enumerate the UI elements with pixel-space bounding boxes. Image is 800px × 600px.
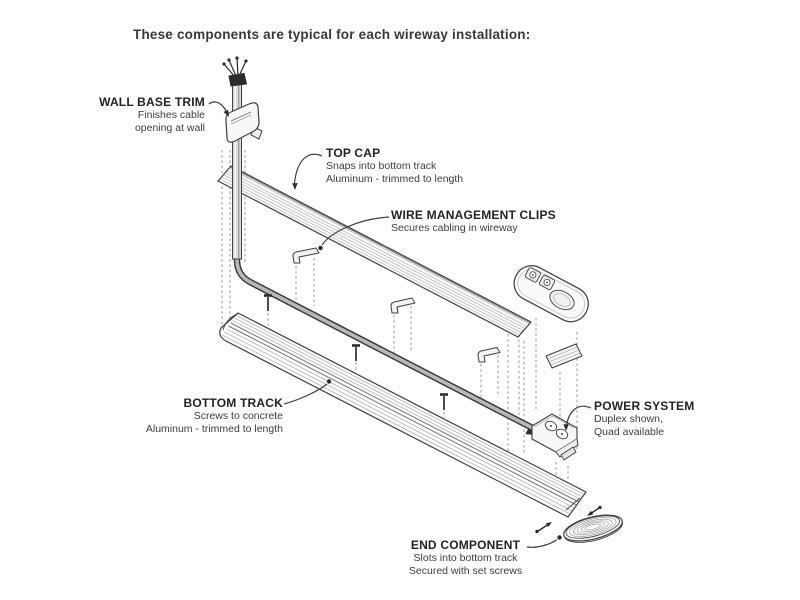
power-system-leader: [563, 405, 592, 431]
wall-base-trim-desc-1: Finishes cable: [137, 109, 205, 121]
wire-clip-2: [390, 297, 416, 314]
end-component-desc-1: Slots into bottom track: [413, 552, 518, 564]
cable-wires: [222, 56, 248, 87]
top-cap-leader: [292, 153, 323, 190]
alignment-guides: [221, 150, 578, 510]
page-title: These components are typical for each wi…: [133, 27, 531, 42]
top-cap-desc-1: Snaps into bottom track: [326, 160, 437, 172]
end-component-label: END COMPONENT: [410, 538, 521, 552]
wiring-cable: [222, 56, 552, 440]
power-cover-plate: [545, 343, 583, 369]
set-screw-1: [535, 522, 552, 534]
end-component-desc-2: Secured with set screws: [408, 564, 523, 577]
power-unit-part: [513, 265, 589, 323]
bottom-track-desc-2: Aluminum - trimmed to length: [145, 422, 283, 435]
wire-management-clips-desc-1: Secures cabling in wireway: [391, 222, 518, 234]
wire-clip-1: [292, 247, 320, 264]
screw-1: [264, 294, 272, 311]
screw-3: [440, 393, 448, 410]
wall-base-trim-label: WALL BASE TRIM: [99, 95, 205, 109]
power-system-desc-2: Quad available: [594, 425, 665, 438]
callout-wall-base-trim: WALL BASE TRIM Finishes cable opening at…: [99, 95, 205, 134]
power-system-desc-1: Duplex shown,: [594, 413, 663, 425]
wire-clip-3: [477, 347, 501, 363]
end-cap-part: [563, 514, 623, 543]
callout-wire-management-clips: WIRE MANAGEMENT CLIPS Secures cabling in…: [391, 208, 556, 235]
set-screw-2: [587, 505, 602, 516]
bottom-track-part: [219, 312, 587, 518]
end-component-leader: [526, 535, 562, 548]
top-cap-part: [217, 165, 532, 338]
bottom-track-label: BOTTOM TRACK: [183, 396, 283, 410]
wall-base-trim-part: [225, 102, 263, 143]
bottom-track-desc-1: Screws to concrete: [193, 410, 283, 422]
bottom-track-leader: [283, 379, 332, 405]
power-receptacle-bracket: [525, 413, 579, 461]
callout-bottom-track: BOTTOM TRACK Screws to concrete Aluminum…: [146, 396, 283, 435]
callout-top-cap: TOP CAP Snaps into bottom track Aluminum…: [326, 146, 463, 185]
wire-management-clips-label: WIRE MANAGEMENT CLIPS: [391, 208, 556, 222]
top-cap-desc-2: Aluminum - trimmed to length: [326, 172, 464, 185]
wire-clips-leader: [318, 216, 390, 251]
power-system-label: POWER SYSTEM: [594, 399, 695, 413]
callout-leaders: [208, 101, 592, 548]
screw-2: [352, 344, 360, 361]
callout-end-component: END COMPONENT Slots into bottom track Se…: [403, 538, 528, 577]
wall-base-trim-desc-2: opening at wall: [134, 121, 205, 134]
callout-power-system: POWER SYSTEM Duplex shown, Quad availabl…: [594, 399, 694, 438]
wall-base-trim-leader: [208, 101, 229, 117]
top-cap-label: TOP CAP: [326, 146, 381, 160]
